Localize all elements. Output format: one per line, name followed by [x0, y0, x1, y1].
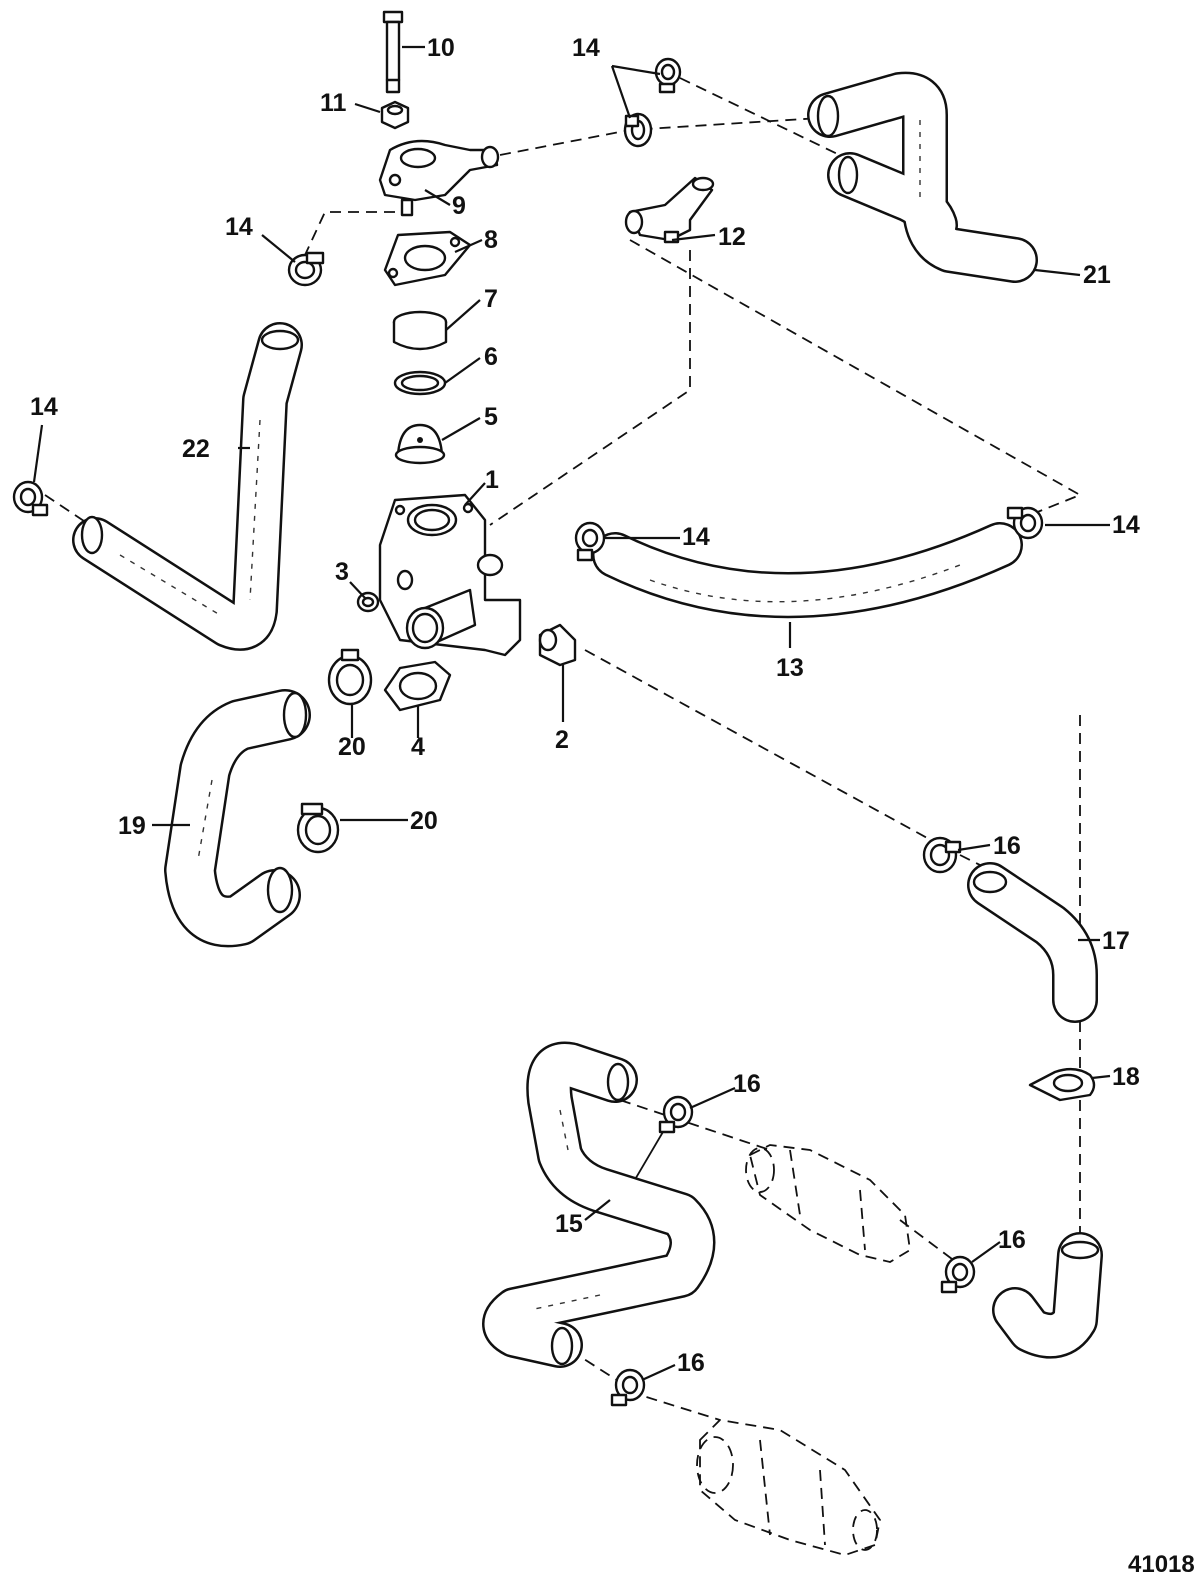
sleeve-7: [392, 310, 448, 351]
callout-21: 21: [1083, 261, 1111, 289]
callout-8: 8: [484, 226, 498, 254]
callout-2: 2: [555, 726, 569, 754]
callout-14-left-upper: 14: [225, 213, 253, 241]
callout-17: 17: [1102, 927, 1130, 955]
thermostat-5: [394, 423, 446, 465]
hose-13: [592, 522, 1023, 619]
hose-15: [482, 1041, 716, 1368]
callout-20-upper: 20: [338, 733, 366, 761]
tee-fitting-12: [624, 176, 715, 244]
figure-number: 41018: [1128, 1551, 1195, 1578]
callout-16-lower-right: 16: [998, 1226, 1026, 1254]
plug-3: [356, 591, 380, 613]
callout-16-upper-right: 16: [993, 832, 1021, 860]
callout-18: 18: [1112, 1063, 1140, 1091]
callout-10: 10: [427, 34, 455, 62]
callout-14-top: 14: [572, 34, 600, 62]
callout-14-left-lower: 14: [30, 393, 58, 421]
callout-6: 6: [484, 343, 498, 371]
callout-leaders: [32, 45, 1111, 1382]
callout-labels: 10 11 9 8 7 6 5 1 3 2 4 20 12 14 14 14 1…: [30, 34, 1195, 1578]
seal-6: [393, 370, 447, 396]
hose-17: [967, 862, 1098, 1023]
callout-4: 4: [411, 733, 425, 761]
callout-9: 9: [452, 192, 466, 220]
nut-11: [380, 100, 410, 130]
callout-7: 7: [484, 285, 498, 313]
callout-15: 15: [555, 1210, 583, 1238]
clamp-14-middle: [574, 521, 606, 562]
oil-cooler-phantom: [745, 1144, 911, 1263]
callout-5: 5: [484, 403, 498, 431]
callout-20-lower: 20: [410, 807, 438, 835]
clamp-16-lower-right: [940, 1255, 976, 1294]
clamp-18: [1028, 1067, 1096, 1102]
clamp-14-top-a: [654, 57, 682, 94]
clamp-16-middle: [658, 1095, 694, 1134]
housing-1: [378, 493, 522, 657]
clamp-14-right: [1006, 506, 1044, 540]
clamp-14-left-upper: [287, 251, 325, 287]
assembly-dashed-lines: [44, 77, 1083, 1421]
clamp-16-upper-right: [922, 836, 962, 874]
hose-19: [164, 689, 311, 948]
bolt-10: [382, 10, 404, 94]
fitting-2: [538, 623, 577, 667]
gasket-8: [383, 230, 472, 287]
gasket-4: [383, 660, 452, 712]
callout-19: 19: [118, 812, 146, 840]
callout-1: 1: [485, 466, 499, 494]
callout-14-right: 14: [1112, 511, 1140, 539]
callout-3: 3: [335, 558, 349, 586]
callout-14-middle: 14: [682, 523, 710, 551]
hose-lower-right-elbow: [992, 1232, 1103, 1359]
callout-22: 22: [182, 435, 210, 463]
callout-13: 13: [776, 654, 804, 682]
clamp-20-upper: [327, 648, 373, 706]
callout-16-bottom: 16: [677, 1349, 705, 1377]
clamp-16-bottom: [610, 1368, 646, 1407]
hose-21: [807, 71, 1038, 283]
clamp-20-lower: [296, 802, 340, 854]
callout-16-middle: 16: [733, 1070, 761, 1098]
thermostat-cover-9: [378, 139, 500, 217]
clamp-14-left-lower: [12, 480, 49, 517]
water-pump-phantom: [696, 1419, 881, 1556]
callout-11: 11: [320, 89, 347, 117]
hose-22: [72, 322, 303, 651]
callout-12: 12: [718, 223, 746, 251]
clamp-14-top-b: [623, 112, 653, 148]
